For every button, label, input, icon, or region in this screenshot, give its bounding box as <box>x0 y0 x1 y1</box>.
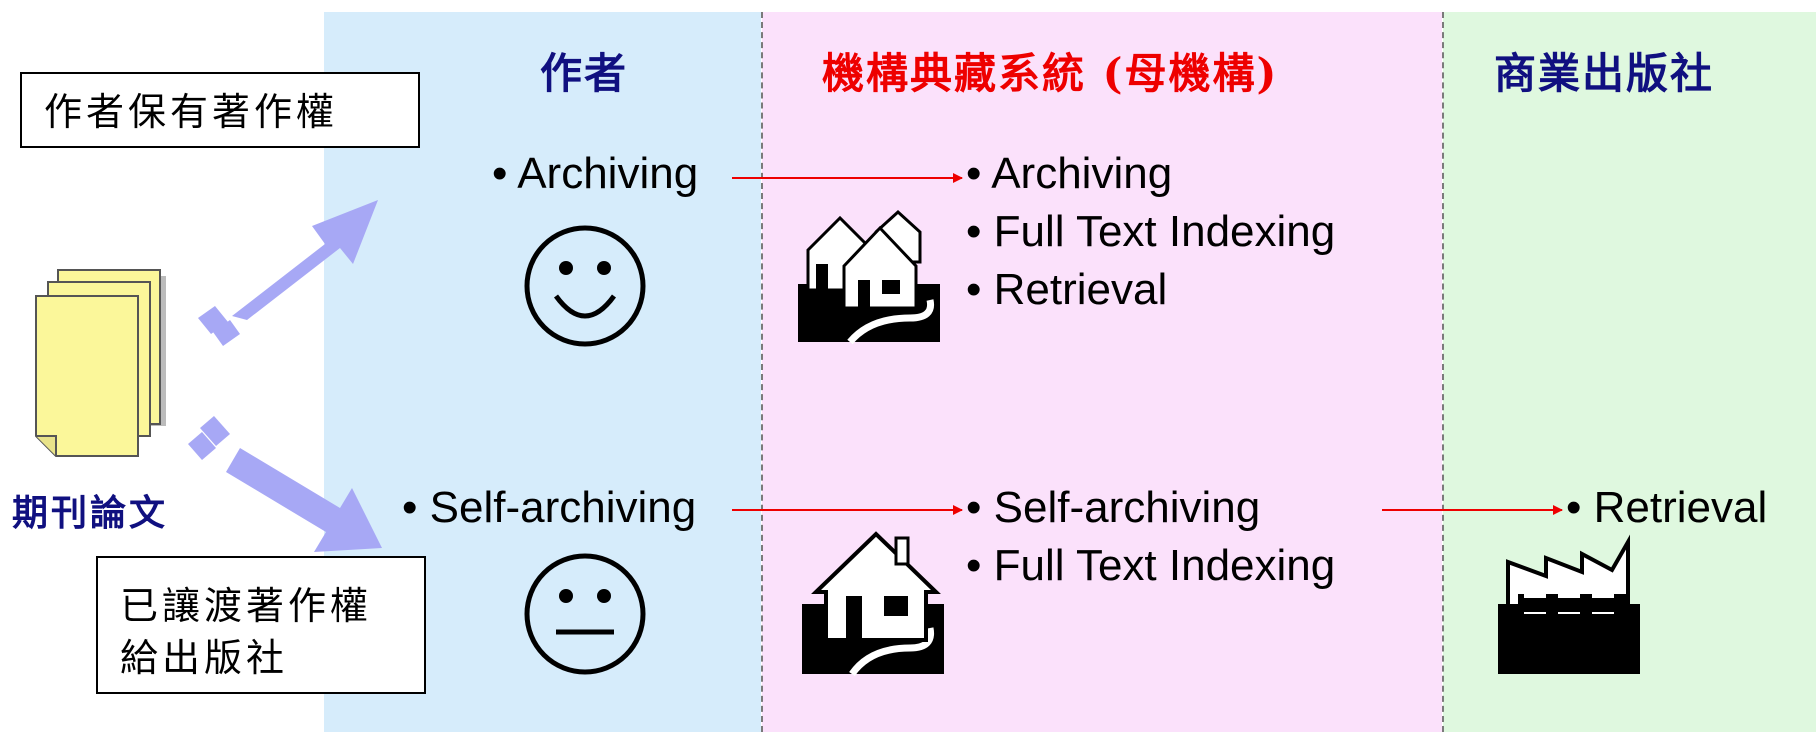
column-divider <box>1442 12 1444 732</box>
copyright-transferred-box: 已讓渡著作權 給出版社 <box>96 556 426 694</box>
column-divider <box>761 12 763 732</box>
institution-indexing-item: • Full Text Indexing <box>966 207 1336 256</box>
document-stack-icon <box>35 269 166 457</box>
journal-article-label: 期刊論文 <box>12 492 169 534</box>
arrow-icon <box>188 416 382 552</box>
house-icon <box>802 531 944 677</box>
publisher-retrieval-item: • Retrieval <box>1566 483 1768 532</box>
publisher-header: 商業出版社 <box>1494 49 1715 98</box>
factory-icon <box>1498 534 1640 674</box>
copyright-retained-box: 作者保有著作權 <box>20 72 420 148</box>
institution-retrieval-item: • Retrieval <box>966 265 1168 314</box>
institution-archiving-item: • Archiving <box>966 149 1173 198</box>
author-header: 作者 <box>540 49 629 98</box>
author-archiving-item: • Archiving <box>492 149 699 198</box>
happy-face-icon <box>524 225 646 347</box>
institution-header: 機構典藏系統 (母機構) <box>822 49 1279 98</box>
village-icon <box>798 209 940 345</box>
arrow-icon <box>198 200 378 346</box>
copyright-transferred-line1: 已讓渡著作權 <box>120 584 373 628</box>
author-self-archiving-item: • Self-archiving <box>402 483 697 532</box>
copyright-retained-label: 作者保有著作權 <box>44 90 339 134</box>
institution-self-archiving-item: • Self-archiving <box>966 483 1261 532</box>
copyright-transferred-line2: 給出版社 <box>120 636 289 680</box>
institution-indexing-item-2: • Full Text Indexing <box>966 541 1336 590</box>
neutral-face-icon <box>524 553 646 675</box>
